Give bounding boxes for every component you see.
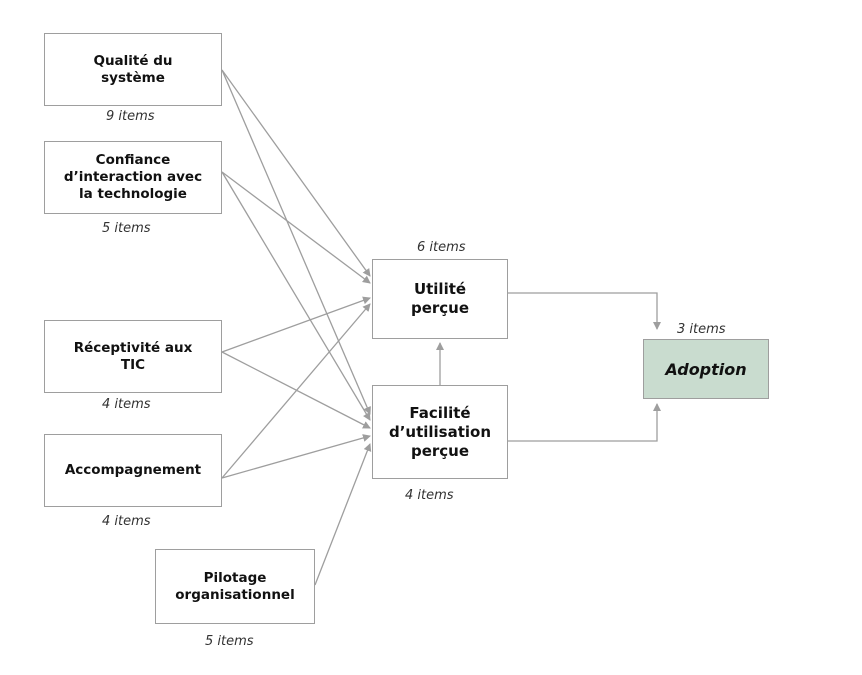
edge-confiance-utilite [221, 171, 371, 284]
node-utilite: Utilité perçue [372, 259, 508, 339]
edge-pilotage-facilite [314, 443, 372, 586]
edge-utilite-adoption [508, 292, 661, 330]
node-confiance-items: 5 items [102, 221, 151, 236]
node-utilite-items: 6 items [417, 240, 466, 255]
node-qualite-items: 9 items [106, 109, 155, 124]
edge-accompagnement-facilite [221, 434, 371, 479]
node-facilite: Facilité d’utilisation perçue [372, 385, 508, 479]
node-qualite: Qualité du système [44, 33, 222, 106]
node-pilotage-label: Pilotage organisationnel [175, 569, 295, 603]
node-utilite-label: Utilité perçue [410, 280, 470, 317]
node-adoption-items: 3 items [677, 322, 726, 337]
edge-accompagnement-utilite [221, 303, 371, 479]
node-pilotage-items: 5 items [205, 634, 254, 649]
edge-receptivite-utilite [221, 296, 371, 353]
node-facilite-items: 4 items [405, 488, 454, 503]
edge-confiance-facilite [221, 171, 371, 421]
edge-qualite-utilite [221, 69, 371, 277]
node-receptivite: Réceptivité aux TIC [44, 320, 222, 393]
node-receptivite-items: 4 items [102, 397, 151, 412]
node-confiance-label: Confiance d’interaction avec la technolo… [63, 152, 203, 202]
node-confiance: Confiance d’interaction avec la technolo… [44, 141, 222, 214]
node-facilite-label: Facilité d’utilisation perçue [388, 403, 492, 460]
node-adoption-label: Adoption [665, 359, 747, 379]
edge-qualite-facilite [221, 69, 371, 415]
edge-facilite-adoption [508, 403, 661, 442]
node-pilotage: Pilotage organisationnel [155, 549, 315, 624]
node-accompagnement: Accompagnement [44, 434, 222, 507]
node-adoption: Adoption [643, 339, 769, 399]
node-accompagnement-items: 4 items [102, 514, 151, 529]
node-qualite-label: Qualité du système [93, 52, 173, 86]
node-accompagnement-label: Accompagnement [64, 462, 202, 478]
node-receptivite-label: Réceptivité aux TIC [73, 339, 193, 373]
